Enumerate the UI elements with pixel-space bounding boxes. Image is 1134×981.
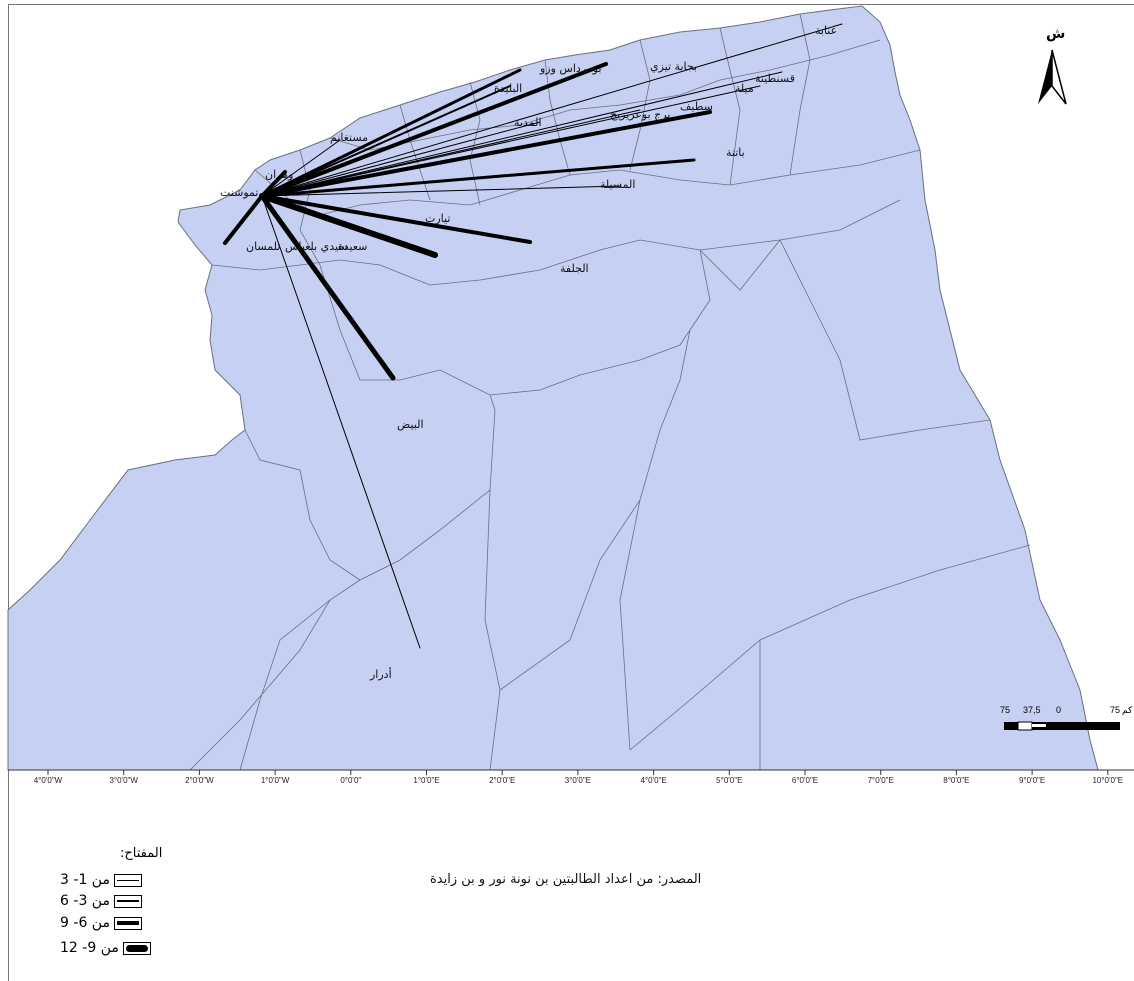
place-adrar: أدرار bbox=[370, 668, 392, 681]
scale-label-37-5: 37,5 bbox=[1023, 705, 1041, 715]
scale-unit: كم bbox=[1122, 705, 1133, 715]
flow-line-msila bbox=[261, 185, 621, 197]
place-sidi-bel-abbes: سيدي بلعباس bbox=[285, 240, 348, 253]
longitude-tick-label: 3°0'0"W bbox=[109, 776, 138, 785]
flow-lines bbox=[223, 23, 843, 649]
border bbox=[254, 149, 921, 216]
place-batna: باتنة bbox=[726, 146, 745, 159]
legend-item-3: من 6- 9 bbox=[60, 915, 142, 931]
flow-line-mila bbox=[261, 85, 761, 197]
longitude-tick-label: 10°0'0"E bbox=[1092, 776, 1124, 785]
border bbox=[619, 499, 1031, 751]
legend-symbol bbox=[122, 941, 151, 955]
flow-line-boumerdes bbox=[260, 68, 522, 198]
longitude-tick-label: 9°0'0"E bbox=[1018, 776, 1046, 785]
longitude-tick-label: 3°0'0"E bbox=[564, 776, 592, 785]
place-annaba: عنابة bbox=[815, 24, 838, 37]
legend-item-1: من 1- 3 bbox=[60, 872, 142, 888]
border bbox=[699, 239, 991, 441]
flow-line-tiaret bbox=[260, 194, 532, 244]
longitude-tick-label: 4°0'0"E bbox=[640, 776, 667, 785]
flow-line-adrar bbox=[261, 195, 421, 649]
flow-line-annaba bbox=[261, 23, 843, 197]
longitude-tick-label: 4°0'0"W bbox=[33, 776, 63, 785]
legend-item-2: من 3- 6 bbox=[60, 893, 142, 909]
legend-symbol bbox=[113, 894, 142, 908]
place-medea: المدية bbox=[514, 116, 542, 129]
border bbox=[329, 39, 881, 151]
province-borders bbox=[189, 13, 1031, 771]
flow-line-bayadh bbox=[259, 193, 396, 381]
legend-label: من 1- 3 bbox=[60, 872, 110, 888]
legend-label: من 9- 12 bbox=[60, 940, 119, 956]
place-mostaganem: مستغانم bbox=[330, 131, 369, 144]
place-temouchent: تموشنت bbox=[220, 186, 259, 199]
border bbox=[189, 579, 761, 771]
longitude-tick-label: 5°0'0"E bbox=[716, 776, 743, 785]
place-djelfa: الجلفة bbox=[560, 262, 589, 275]
longitude-tick-label: 8°0'0"E bbox=[943, 776, 970, 785]
scale-bar bbox=[1004, 721, 1120, 731]
longitude-tick-label: 7°0'0"E bbox=[867, 776, 894, 785]
north-label: ش bbox=[1046, 26, 1066, 42]
place-msila: المسيلة bbox=[600, 178, 636, 191]
scale-label-75-left: 75 bbox=[1000, 705, 1011, 715]
border bbox=[211, 199, 901, 286]
place-mila: ميلة bbox=[735, 82, 754, 95]
place-tlemcen: تلمسان bbox=[246, 240, 281, 253]
longitude-tick-marks bbox=[47, 770, 1109, 775]
place-saida: سعيدة bbox=[338, 240, 368, 253]
flow-line-bordj bbox=[261, 109, 641, 197]
place-bejaia-tizi: بجاية تيزي bbox=[650, 60, 698, 73]
algeria-land bbox=[7, 5, 1099, 771]
place-blida: البليدة bbox=[494, 82, 523, 95]
flow-line-saida bbox=[259, 193, 438, 258]
flow-line-medea bbox=[261, 121, 541, 197]
source-note: المصدر: من اعداد الطالبتين بن نونة نور و… bbox=[430, 872, 702, 887]
legend-label: من 3- 6 bbox=[60, 893, 110, 909]
legend-label: من 6- 9 bbox=[60, 915, 110, 931]
place-setif: سطيف bbox=[680, 100, 713, 113]
longitude-tick-label: 2°0'0"W bbox=[185, 776, 214, 785]
legend-title: المفتاح: bbox=[120, 846, 163, 861]
place-bordj: برج بوعريريج bbox=[610, 108, 671, 121]
place-constantine: قسنطينة bbox=[755, 72, 795, 85]
scale-label-75-right: 75 bbox=[1110, 705, 1121, 715]
flow-line-batna bbox=[260, 158, 696, 198]
longitude-tick-label: 6°0'0"E bbox=[791, 776, 819, 785]
scale-label-0: 0 bbox=[1056, 705, 1062, 715]
place-bayadh: البيض bbox=[397, 418, 424, 431]
map-frame bbox=[8, 4, 1134, 981]
legend-symbol bbox=[113, 873, 142, 887]
flow-line-mostaganem bbox=[261, 139, 341, 197]
flow-line-setif bbox=[260, 110, 712, 198]
longitude-tick-label: 1°0'0"E bbox=[413, 776, 440, 785]
north-arrow-icon bbox=[1038, 49, 1067, 105]
longitude-tick-label: 0°0'0" bbox=[340, 776, 362, 785]
place-oran: وهران bbox=[265, 168, 294, 181]
legend-symbol bbox=[113, 916, 142, 930]
place-boumerdes: بومرداس وزو bbox=[540, 62, 602, 75]
place-tiaret: تيارت bbox=[425, 212, 451, 225]
flow-line-blida bbox=[261, 85, 511, 197]
longitude-tick-label: 2°0'0"E bbox=[489, 776, 516, 785]
land-mass bbox=[7, 5, 1099, 771]
flow-line-tlemcen bbox=[223, 194, 264, 245]
flow-line-oran bbox=[260, 170, 287, 198]
flow-line-bejaia_tizi bbox=[260, 62, 608, 198]
border bbox=[299, 149, 711, 396]
flow-line-constantine bbox=[261, 71, 783, 197]
longitude-tick-label: 1°0'0"W bbox=[260, 776, 290, 785]
legend-item-4: من 9- 12 bbox=[60, 940, 151, 956]
